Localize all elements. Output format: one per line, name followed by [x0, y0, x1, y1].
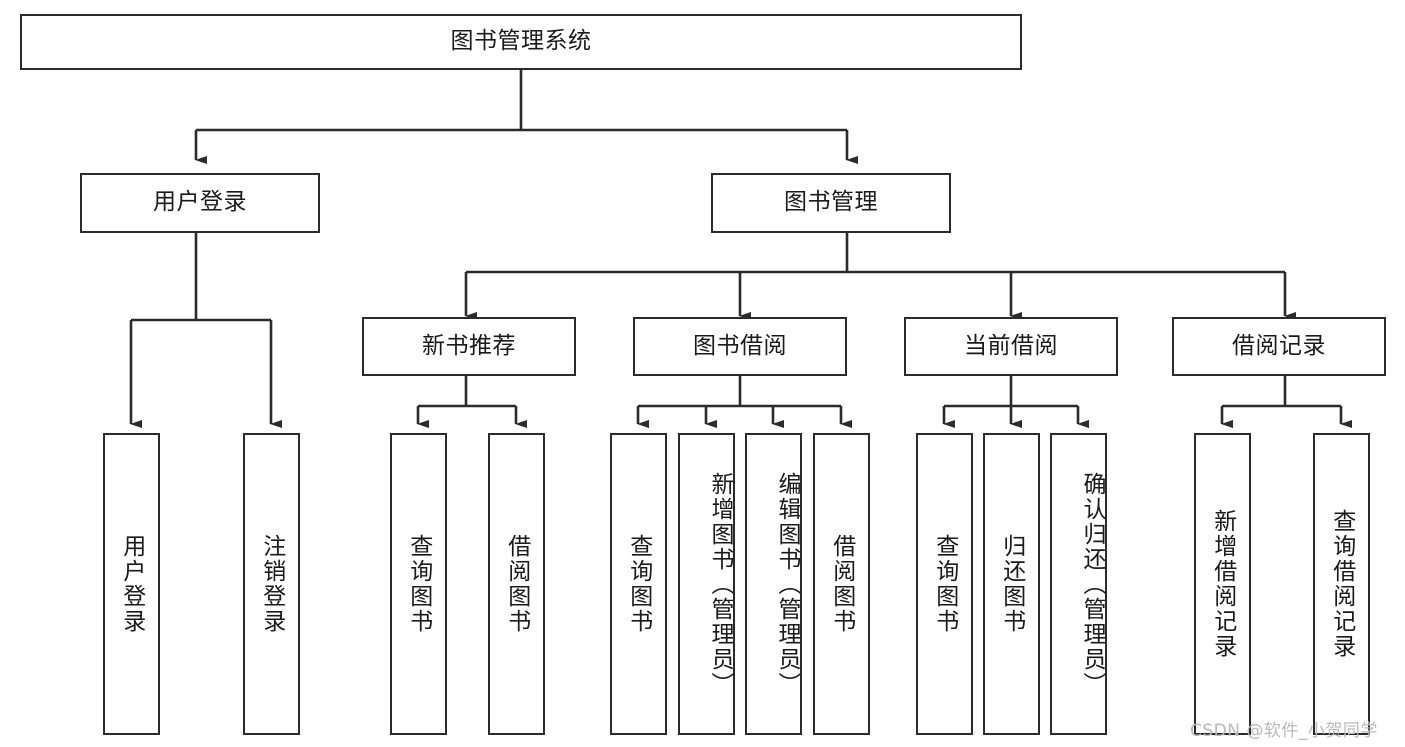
leaf-logout[interactable]: 注销登录 — [243, 433, 300, 735]
leaf-borrow-books-borrow[interactable]: 借阅图书 — [813, 433, 870, 735]
node-label: 用户登录 — [118, 534, 145, 634]
node-label: 图书借阅 — [693, 332, 787, 359]
leaf-user-login[interactable]: 用户登录 — [103, 433, 160, 735]
node-label: 图书管理系统 — [450, 28, 592, 55]
leaf-edit-book-admin[interactable]: 编辑图书（管理员） — [745, 433, 802, 735]
leaf-query-books-newbook[interactable]: 查询图书 — [390, 433, 447, 735]
node-label: 借阅图书 — [828, 534, 855, 634]
node-label: 借阅记录 — [1232, 332, 1326, 359]
leaf-add-borrow-record[interactable]: 新增借阅记录 — [1194, 433, 1251, 735]
node-label: 新书推荐 — [422, 332, 516, 359]
leaf-query-books-borrow[interactable]: 查询图书 — [610, 433, 667, 735]
node-label: 新增图书（管理员） — [707, 471, 733, 697]
node-new-book-recommendation[interactable]: 新书推荐 — [362, 317, 576, 376]
node-user-login[interactable]: 用户登录 — [80, 173, 320, 233]
node-root-system[interactable]: 图书管理系统 — [20, 14, 1022, 70]
node-borrowing-records[interactable]: 借阅记录 — [1172, 317, 1386, 376]
node-label: 确认归还（管理员） — [1079, 471, 1105, 697]
node-label: 当前借阅 — [964, 332, 1058, 359]
node-label: 编辑图书（管理员） — [774, 471, 800, 697]
node-label: 查询图书 — [405, 534, 432, 634]
leaf-return-books[interactable]: 归还图书 — [983, 433, 1040, 735]
node-current-borrowing[interactable]: 当前借阅 — [904, 317, 1118, 376]
node-label: 用户登录 — [153, 189, 247, 216]
node-label: 查询图书 — [625, 534, 652, 634]
watermark-text: CSDN @软件_小贺同学 — [1190, 721, 1378, 741]
leaf-borrow-books-newbook[interactable]: 借阅图书 — [488, 433, 545, 735]
node-book-management[interactable]: 图书管理 — [711, 173, 951, 233]
node-label: 借阅图书 — [503, 534, 530, 634]
node-label: 注销登录 — [258, 534, 285, 634]
leaf-add-book-admin[interactable]: 新增图书（管理员） — [678, 433, 735, 735]
node-label: 查询图书 — [931, 534, 958, 634]
node-label: 图书管理 — [784, 189, 878, 216]
leaf-query-borrow-record[interactable]: 查询借阅记录 — [1313, 433, 1370, 735]
leaf-query-books-current[interactable]: 查询图书 — [916, 433, 973, 735]
node-book-borrowing[interactable]: 图书借阅 — [633, 317, 847, 376]
leaf-confirm-return-admin[interactable]: 确认归还（管理员） — [1050, 433, 1107, 735]
node-label: 查询借阅记录 — [1328, 509, 1355, 659]
node-label: 新增借阅记录 — [1209, 509, 1236, 659]
node-label: 归还图书 — [998, 534, 1025, 634]
